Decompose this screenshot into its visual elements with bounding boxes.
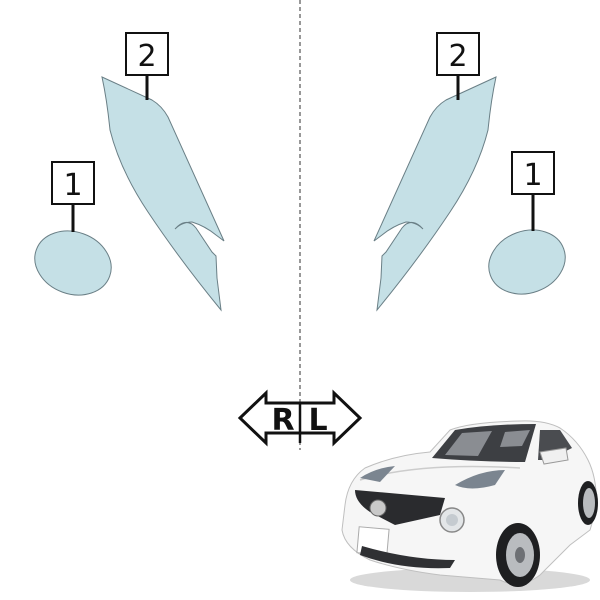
right-direction-label: R <box>271 403 294 438</box>
left-foglamp-label: 1 <box>523 158 542 193</box>
right-foglamp-film <box>34 230 112 296</box>
left-direction-label: L <box>308 403 327 438</box>
vehicle-image <box>341 420 598 592</box>
right-headlamp-label-box <box>125 32 169 76</box>
right-side-group: 2 1 <box>34 32 225 312</box>
right-headlamp-film <box>101 76 225 312</box>
left-headlamp-label-box <box>436 32 480 76</box>
left-foglamp-label-box <box>511 151 555 195</box>
right-foglamp-label-box <box>51 161 95 205</box>
left-headlamp-film <box>373 76 497 312</box>
left-foglamp-film <box>488 229 566 295</box>
right-headlamp-label: 2 <box>137 39 156 74</box>
right-foglamp-label: 1 <box>63 168 82 203</box>
left-headlamp-label: 2 <box>448 39 467 74</box>
left-side-group: 2 1 <box>373 32 566 312</box>
rl-direction-arrow: R L <box>237 389 363 447</box>
